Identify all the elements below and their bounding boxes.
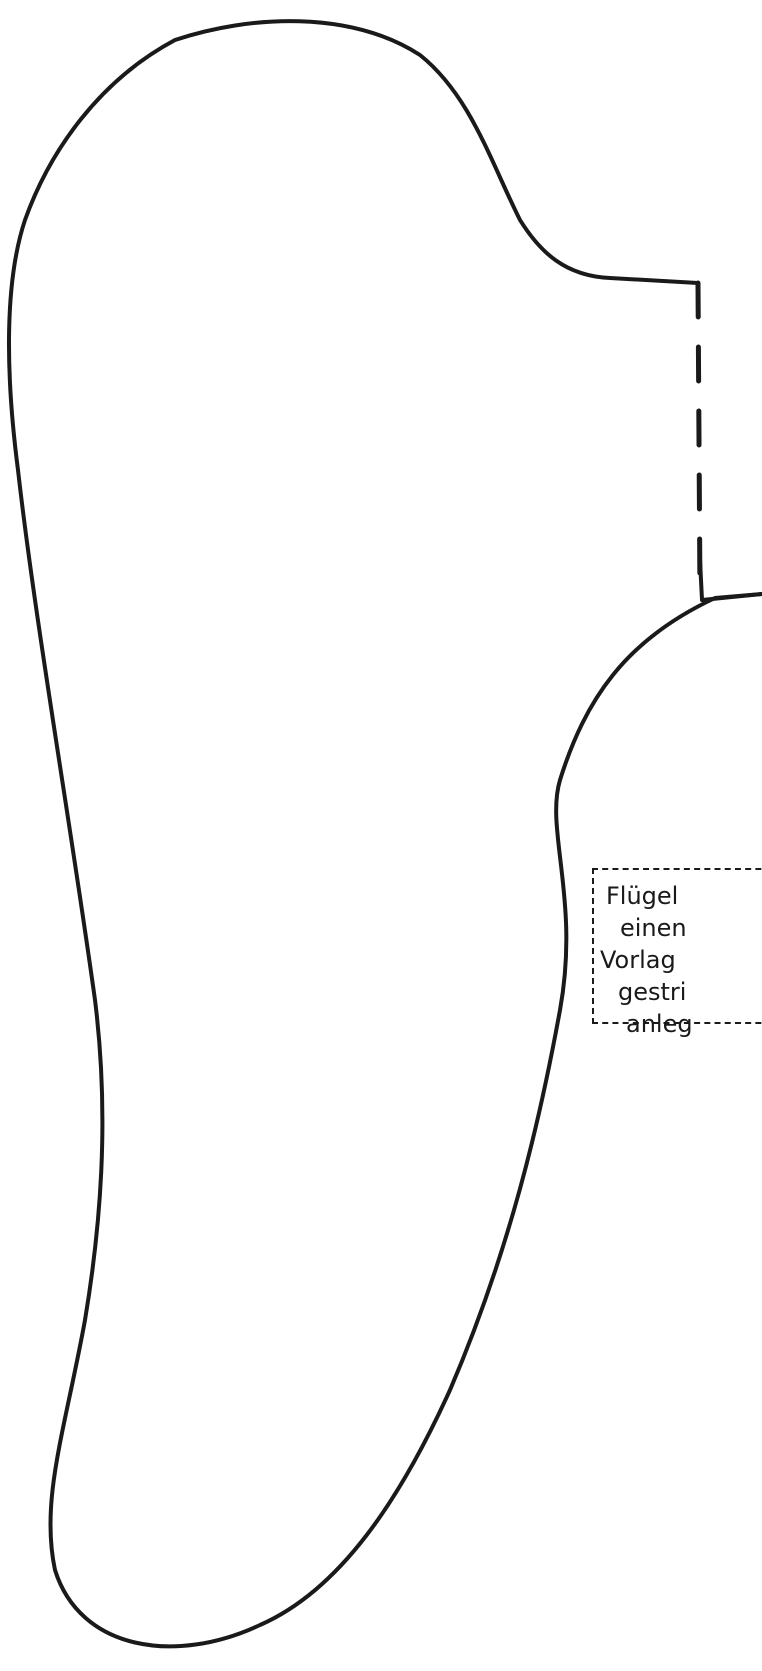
instruction-line-1: Flügel	[606, 882, 679, 910]
instruction-line-4: gestri	[618, 978, 687, 1006]
fold-line-dashed	[695, 280, 703, 599]
instruction-line-2: einen	[620, 914, 687, 942]
instruction-line-3: Vorlag	[600, 946, 676, 974]
wing-outline	[6, 19, 762, 1649]
instruction-note-box: Flügel einen Vorlag gestri anleg	[592, 868, 762, 1038]
instruction-line-5: anleg	[626, 1010, 693, 1038]
fold-line-bottom	[698, 559, 762, 602]
